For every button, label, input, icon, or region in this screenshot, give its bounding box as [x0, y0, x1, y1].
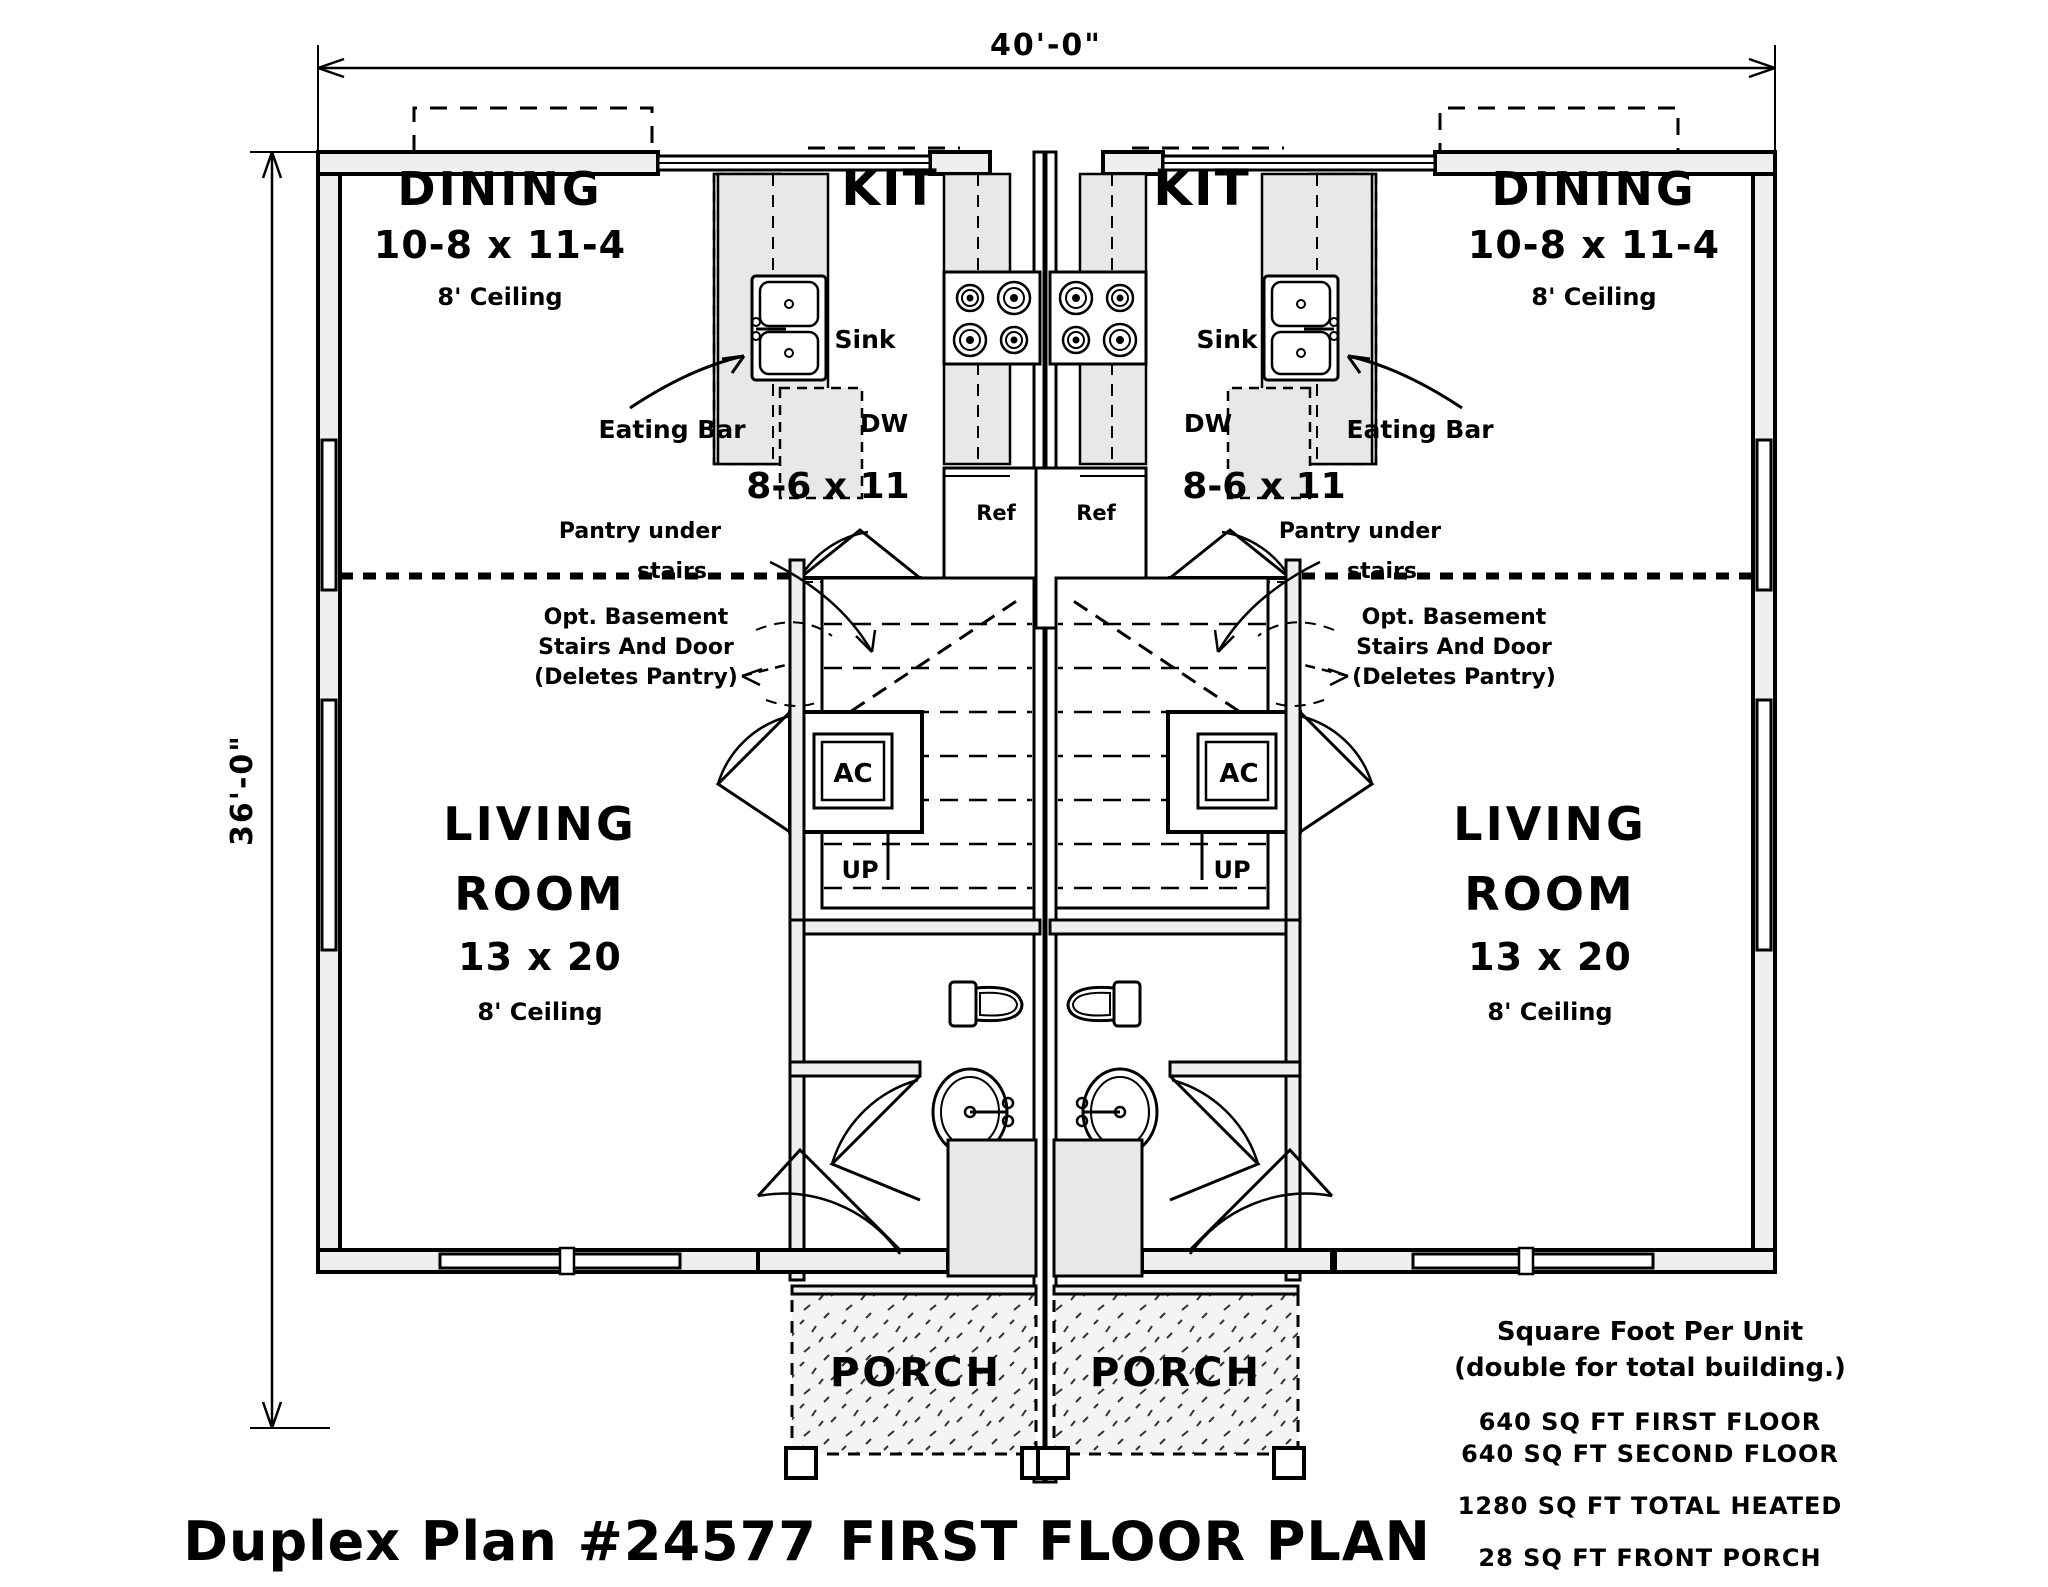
right-unit-mirrored-geometry [1034, 172, 1378, 1282]
dimension-top: 40'-0" [317, 28, 1776, 150]
dining-label-left: DINING [397, 162, 602, 216]
area-total-heated: 1280 SQ FT TOTAL HEATED [1458, 1492, 1843, 1520]
interior-walls-right [1048, 558, 1302, 1282]
dishwasher-left [778, 386, 864, 500]
foyer-wall-left [946, 1138, 1038, 1278]
living-size-right: 13 x 20 [1468, 935, 1632, 979]
porch-label-left: PORCH [830, 1350, 1002, 1396]
ac-label-right: AC [1219, 759, 1258, 789]
basement-note-line1-right: Opt. Basement [1362, 605, 1547, 630]
dimension-left: 36'-0" [225, 151, 330, 1429]
sheet-title: Duplex Plan #24577 FIRST FLOOR PLAN [183, 1510, 1431, 1573]
overall-height-dimension: 36'-0" [225, 734, 260, 846]
living-label-line2-right: ROOM [1464, 867, 1635, 921]
range-right [1048, 270, 1148, 366]
sink-label-left: Sink [835, 325, 897, 354]
area-second-floor: 640 SQ FT SECOND FLOOR [1461, 1440, 1839, 1468]
overall-width-dimension: 40'-0" [990, 28, 1102, 63]
window-left-upper [320, 438, 338, 592]
range-left [942, 270, 1042, 366]
porch-right [1036, 1284, 1306, 1480]
ac-label-left: AC [833, 759, 872, 789]
sink-label-right: Sink [1197, 325, 1259, 354]
interior-walls-left [788, 558, 1042, 1282]
area-front-porch: 28 SQ FT FRONT PORCH [1478, 1544, 1821, 1572]
floor-plan-title: FIRST FLOOR PLAN [839, 1510, 1431, 1573]
living-label-line1-left: LIVING [443, 797, 636, 851]
basement-note-line3-left: (Deletes Pantry) [534, 665, 738, 690]
living-label-line2-left: ROOM [454, 867, 625, 921]
dishwasher-label-left: DW [860, 409, 908, 438]
bath-door-left [829, 1074, 922, 1202]
dishwasher-label-right: DW [1184, 409, 1232, 438]
foyer-wall-right [1052, 1138, 1144, 1278]
basement-note-line2-right: Stairs And Door [1356, 635, 1552, 660]
dining-size-left: 10-8 x 11-4 [374, 223, 626, 267]
refrigerator-label-left: Ref [976, 501, 1016, 525]
living-size-left: 13 x 20 [458, 935, 622, 979]
pantry-callout-left: Pantry under stairs [559, 519, 877, 653]
basement-note-left: Opt. Basement Stairs And Door (Deletes P… [534, 605, 833, 707]
dishwasher-right [1226, 386, 1312, 500]
ac-closet-left: AC [788, 710, 924, 834]
area-heading-line2: (double for total building.) [1454, 1353, 1846, 1383]
kitchen-label-left: KIT [841, 159, 938, 217]
kitchen-label-right: KIT [1153, 159, 1250, 217]
porch-left [784, 1284, 1054, 1480]
kitchen-size-right: 8-6 x 11 [1182, 466, 1345, 507]
window-bottom-left [438, 1246, 682, 1276]
dining-ceiling-left: 8' Ceiling [437, 283, 562, 311]
ac-door-swing-left [715, 710, 792, 834]
dining-ceiling-right: 8' Ceiling [1531, 283, 1656, 311]
overhead-dashed-lines [412, 106, 1680, 160]
area-heading-line1: Square Foot Per Unit [1497, 1317, 1803, 1347]
window-bottom-right [1411, 1246, 1655, 1276]
window-left-lower [320, 698, 338, 952]
kitchen-size-left: 8-6 x 11 [746, 466, 909, 507]
pantry-note-line1-right: Pantry under [1279, 519, 1441, 544]
area-first-floor: 640 SQ FT FIRST FLOOR [1479, 1408, 1822, 1436]
pantry-note-line1-left: Pantry under [559, 519, 721, 544]
stair-up-label-right: UP [1213, 856, 1250, 884]
living-ceiling-right: 8' Ceiling [1487, 998, 1612, 1026]
eating-bar-callout-left: Eating Bar [598, 354, 746, 444]
ac-closet-right [1166, 710, 1302, 834]
living-ceiling-left: 8' Ceiling [477, 998, 602, 1026]
plan-number-title: Duplex Plan #24577 [183, 1510, 817, 1573]
refrigerator-label-right: Ref [1076, 501, 1116, 525]
porch-label-right: PORCH [1090, 1350, 1262, 1396]
dining-size-right: 10-8 x 11-4 [1468, 223, 1720, 267]
basement-note-line1-left: Opt. Basement [544, 605, 729, 630]
pantry-note-line2-right: stairs [1347, 559, 1417, 584]
eating-bar-label-right: Eating Bar [1346, 415, 1494, 444]
window-top-right [1161, 154, 1437, 172]
dining-label-right: DINING [1491, 162, 1696, 216]
window-top-left [656, 154, 932, 172]
window-right-upper [1755, 438, 1773, 592]
stair-up-label-left: UP [841, 856, 878, 884]
window-right-lower [1755, 698, 1773, 952]
eating-bar-label-left: Eating Bar [598, 415, 746, 444]
pantry-note-line2-left: stairs [637, 559, 707, 584]
basement-note-line3-right: (Deletes Pantry) [1352, 665, 1556, 690]
pantry-callout-right: Pantry under stairs [1213, 519, 1441, 653]
kitchen-sink-right [1262, 274, 1340, 382]
bath-door-right [1168, 1074, 1261, 1202]
kitchen-sink-left [750, 274, 828, 382]
area-summary-block: Square Foot Per Unit (double for total b… [1454, 1317, 1846, 1572]
living-label-line1-right: LIVING [1453, 797, 1646, 851]
basement-note-line2-left: Stairs And Door [538, 635, 734, 660]
eating-bar-callout-right: Eating Bar [1346, 354, 1494, 444]
ac-door-swing-right [1298, 710, 1375, 834]
basement-note-right: Opt. Basement Stairs And Door (Deletes P… [1257, 605, 1556, 707]
